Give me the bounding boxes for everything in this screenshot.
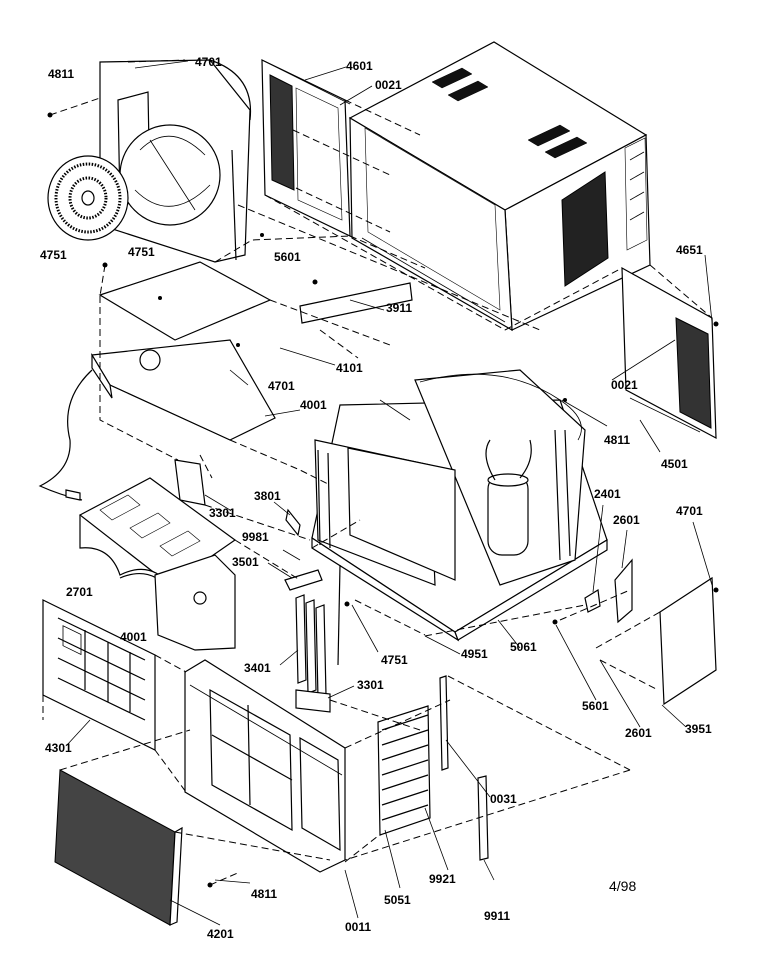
callout-4701: 4701: [268, 379, 295, 393]
callout-9981: 9981: [242, 530, 269, 544]
callout-2401: 2401: [594, 487, 621, 501]
callout-0031: 0031: [490, 792, 517, 806]
side-panel-right: [621, 266, 717, 440]
callout-4701: 4701: [195, 55, 222, 69]
callout-4811: 4811: [251, 887, 277, 901]
date-note: 4/98: [609, 878, 636, 894]
callout-2601: 2601: [625, 726, 652, 740]
callout-9911: 9911: [484, 909, 510, 923]
callout-3301: 3301: [209, 506, 236, 520]
callout-4601: 4601: [346, 59, 373, 73]
callout-labels: 4811 4701 4601 0021 4751 4751 5601 4651 …: [40, 55, 712, 941]
part-3801: [285, 508, 301, 537]
front-grille-4201: [54, 769, 183, 926]
side-panel-left: [261, 59, 351, 237]
leader-lines: [66, 60, 713, 926]
callout-3911: 3911: [386, 301, 412, 315]
callout-2701: 2701: [66, 585, 93, 599]
callout-3951: 3951: [685, 722, 712, 736]
panel-3951: [659, 576, 717, 706]
part-2601: [614, 558, 633, 624]
part-2401: [584, 589, 601, 613]
filter-4301: [42, 599, 156, 751]
blower-shroud: [99, 59, 252, 263]
callout-3501: 3501: [232, 555, 259, 569]
bracket-upper: [174, 459, 206, 506]
callout-4951: 4951: [461, 647, 488, 661]
cabinet-wrapper: [348, 41, 651, 332]
compressor: [485, 439, 532, 556]
callout-4811: 4811: [604, 433, 630, 447]
assembly-lines: [42, 59, 713, 886]
front-panel-0011: [184, 659, 346, 873]
blower-wheel: [47, 155, 129, 241]
callout-0021: 0021: [375, 78, 402, 92]
evaporator-coil: [314, 439, 456, 586]
callout-3301: 3301: [357, 678, 384, 692]
control-box: [38, 339, 276, 501]
air-guide: [78, 477, 237, 592]
louver-9921: [377, 705, 431, 836]
bracket-set: [284, 564, 341, 713]
callout-4751: 4751: [381, 653, 408, 667]
callout-4501: 4501: [661, 457, 688, 471]
strip-0031: [439, 675, 449, 771]
callout-5601: 5601: [274, 250, 301, 264]
callout-4651: 4651: [676, 243, 703, 257]
callout-5061: 5061: [510, 640, 537, 654]
callout-4701: 4701: [676, 504, 703, 518]
callout-4101: 4101: [336, 361, 363, 375]
partition-plate: [98, 261, 413, 341]
callout-4001: 4001: [300, 398, 327, 412]
callout-5051: 5051: [384, 893, 411, 907]
control-cover: [154, 554, 236, 651]
callout-9921: 9921: [429, 872, 456, 886]
callout-4301: 4301: [45, 741, 72, 755]
callout-2601: 2601: [613, 513, 640, 527]
screws: [47, 112, 719, 888]
callout-4751: 4751: [128, 245, 155, 259]
callout-0011: 0011: [345, 920, 371, 934]
strip-9911: [477, 775, 489, 861]
callout-5601: 5601: [582, 699, 609, 713]
callout-4001: 4001: [120, 630, 147, 644]
callout-0021: 0021: [611, 378, 638, 392]
callout-4811: 4811: [48, 67, 74, 81]
callout-4751: 4751: [40, 248, 67, 262]
callout-4201: 4201: [207, 927, 234, 941]
callout-3401: 3401: [244, 661, 271, 675]
callout-3801: 3801: [254, 489, 281, 503]
